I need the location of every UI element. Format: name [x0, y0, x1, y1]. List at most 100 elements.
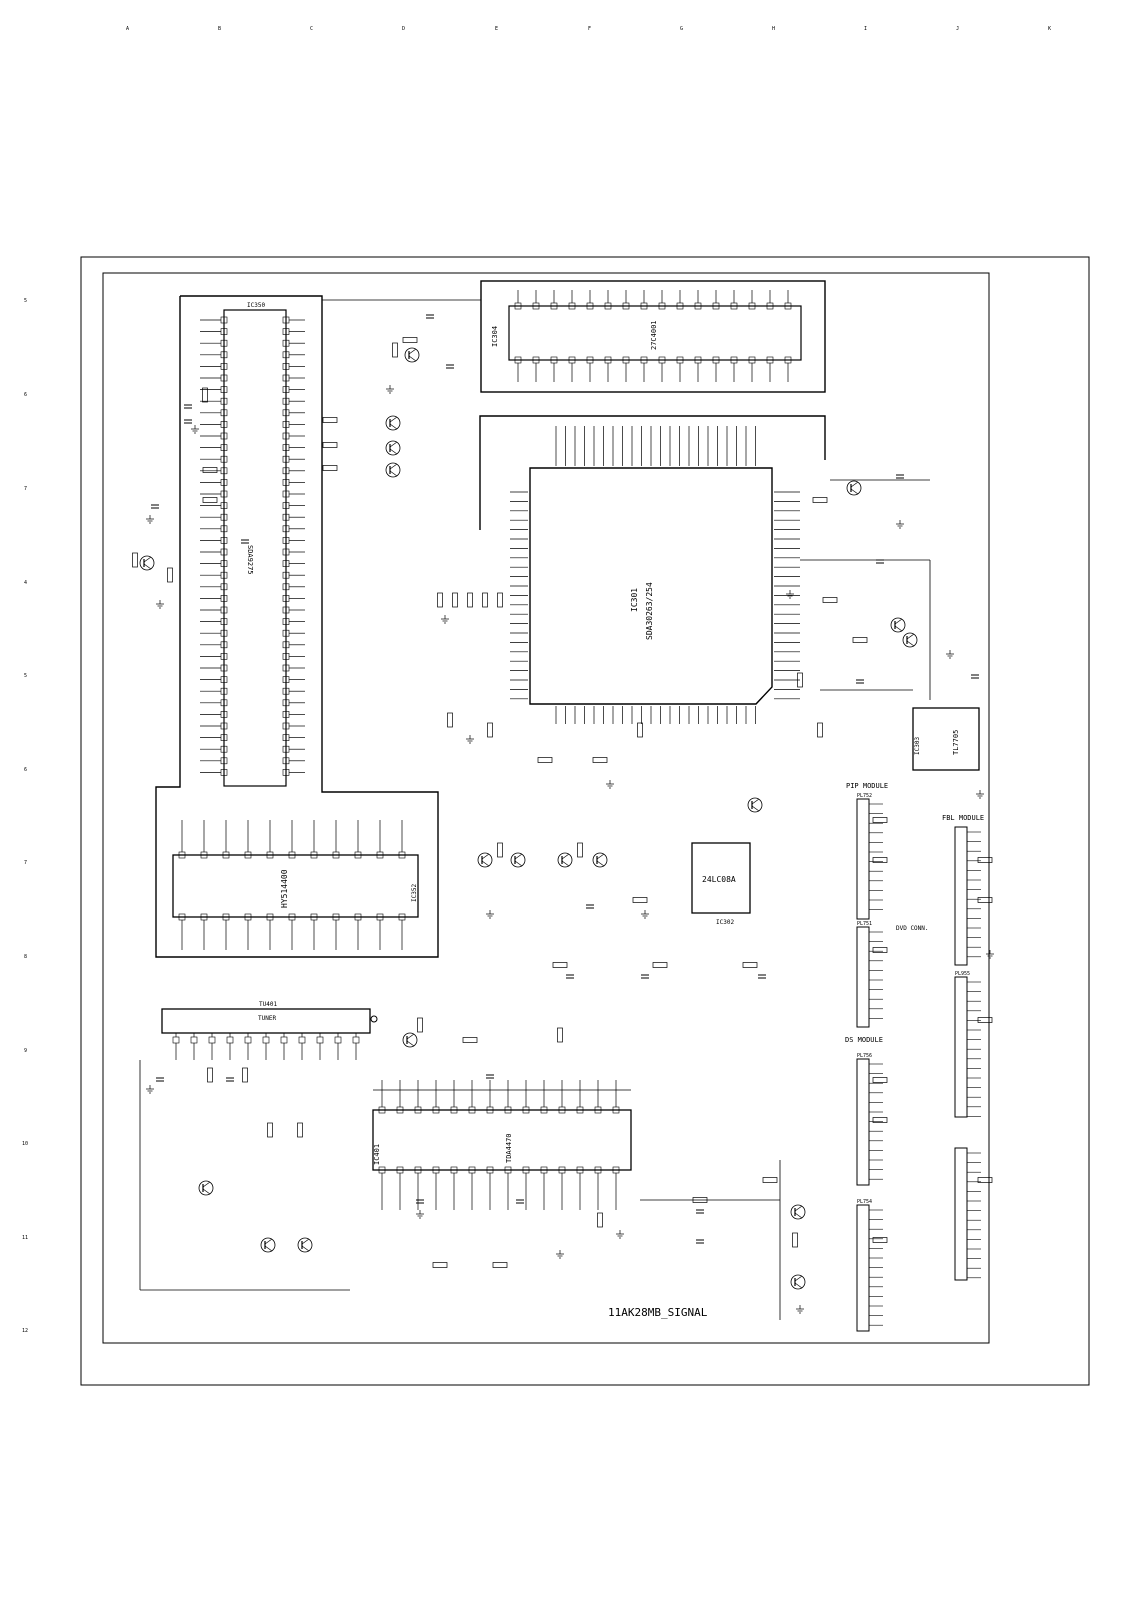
resistor [762, 1177, 778, 1183]
tuner-label: TUNER [258, 1015, 276, 1022]
resistor [822, 597, 838, 603]
transistor [790, 1274, 806, 1290]
tuner-ref: TU401 [259, 1001, 277, 1008]
transistor [557, 852, 573, 868]
pin [352, 1036, 360, 1044]
fbl-module-label: FBL MODULE [942, 814, 984, 822]
resistor [637, 722, 643, 738]
resistor [487, 722, 493, 738]
resistor [417, 1017, 423, 1033]
column-label: J [956, 26, 959, 32]
column-label: D [402, 26, 405, 32]
ic401-part: TDA4470 [505, 1133, 513, 1163]
row-label: 7 [24, 486, 27, 492]
resistor [872, 1077, 888, 1083]
wire [406, 1033, 415, 1040]
resistor [977, 1017, 993, 1023]
resistor [452, 592, 458, 608]
column-labels: A B C D E F G H I J K [126, 26, 1051, 32]
resistor [447, 712, 453, 728]
diagram-title: 11AK28MB_SIGNAL [608, 1306, 708, 1319]
resistor [482, 592, 488, 608]
resistor [132, 552, 138, 568]
pin [172, 1036, 180, 1044]
resistor [267, 1122, 273, 1138]
transistor [297, 1237, 313, 1253]
connector-ref: PL955 [955, 971, 970, 977]
connector-ref: PL754 [857, 1199, 872, 1205]
row-label: 6 [24, 392, 27, 398]
transistor [592, 852, 608, 868]
resistor [852, 637, 868, 643]
wire [202, 1181, 211, 1188]
column-label: E [495, 26, 498, 32]
resistor [797, 672, 803, 688]
transistor [139, 555, 155, 571]
resistor [652, 962, 668, 968]
transistor [747, 797, 763, 813]
connector-ref: PL752 [857, 793, 872, 799]
wire [514, 860, 523, 867]
row-label: 4 [24, 580, 27, 586]
resistor [577, 842, 583, 858]
wire [481, 853, 490, 860]
wire [596, 860, 605, 867]
resistor [977, 1177, 993, 1183]
transistor [402, 1032, 418, 1048]
resistor [167, 567, 173, 583]
wire [561, 860, 570, 867]
wire [264, 1238, 273, 1245]
resistor [812, 497, 828, 503]
resistor [597, 1212, 603, 1228]
wire [389, 416, 398, 423]
row-label: 9 [24, 1048, 27, 1054]
resistor [437, 592, 443, 608]
wire [301, 1238, 310, 1245]
wire [894, 618, 903, 625]
column-label: C [310, 26, 313, 32]
column-label: K [1048, 26, 1051, 32]
ds-module-label: DS MODULE [845, 1036, 883, 1044]
wire [143, 563, 152, 570]
row-label: 6 [24, 767, 27, 773]
wire [794, 1275, 803, 1282]
outer-frame [80, 256, 1090, 1386]
resistor [462, 1037, 478, 1043]
row-label: 11 [22, 1235, 28, 1241]
wire [406, 1040, 415, 1047]
resistor [497, 842, 503, 858]
resistor [322, 417, 338, 423]
column-label: F [588, 26, 591, 32]
resistor [467, 592, 473, 608]
transistor [260, 1237, 276, 1253]
resistor [202, 497, 218, 503]
ic401-block: IC401 TDA4470 [372, 1106, 632, 1174]
resistor [692, 1197, 708, 1203]
resistor [872, 1237, 888, 1243]
wire [202, 1188, 211, 1195]
resistor [632, 897, 648, 903]
wire [850, 488, 859, 495]
ic352-part: HY514400 [280, 869, 289, 908]
ic301-ref: IC301 [630, 588, 639, 612]
ic304-block: IC304 27C4001 [480, 280, 826, 393]
row-label: 10 [22, 1141, 28, 1147]
resistor [552, 962, 568, 968]
resistor [977, 857, 993, 863]
resistor [592, 757, 608, 763]
ic303-ref: IC303 [914, 737, 921, 755]
ic352-block: HY514400 IC352 [172, 851, 419, 921]
pin [280, 1036, 288, 1044]
ic401-ref: IC401 [373, 1144, 381, 1165]
pin [316, 1036, 324, 1044]
resistor [742, 962, 758, 968]
pip-module-label: PIP MODULE [846, 782, 888, 790]
column-label: B [218, 26, 221, 32]
resistor [537, 757, 553, 763]
pin [244, 1036, 252, 1044]
resistor [297, 1122, 303, 1138]
ic304-part: 27C4001 [650, 320, 658, 350]
row-labels: 5 6 7 4 5 6 7 8 9 10 11 12 [22, 298, 28, 1334]
ic302-part: 24LC08A [702, 875, 736, 884]
resistor [872, 857, 888, 863]
